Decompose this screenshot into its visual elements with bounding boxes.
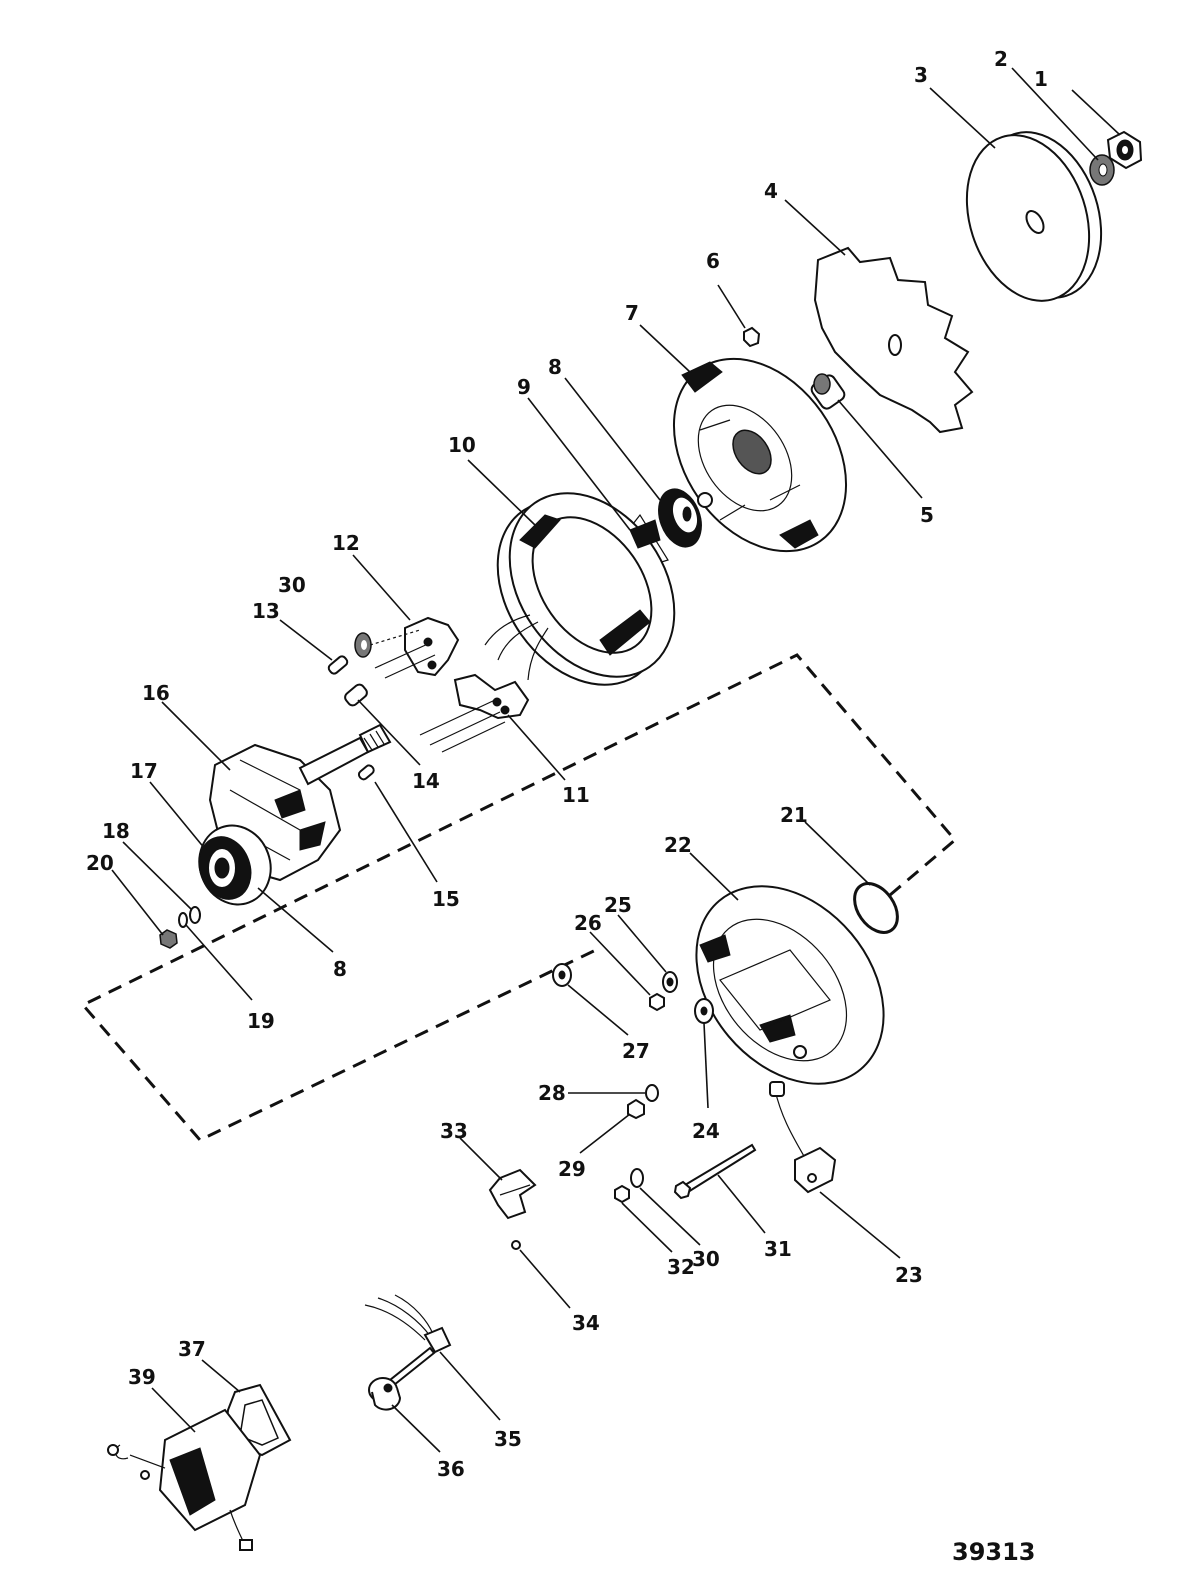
callout-19: 19 bbox=[247, 1009, 275, 1033]
callout-labels: 1 2 3 4 5 6 7 8 9 10 11 12 13 30 14 15 1… bbox=[86, 47, 1048, 1481]
pulley-part bbox=[965, 131, 1103, 302]
callout-32: 32 bbox=[667, 1255, 695, 1279]
callout-20: 20 bbox=[86, 851, 114, 875]
rotor-lockwasher-part bbox=[178, 912, 188, 928]
callout-30-lower: 30 bbox=[692, 1247, 720, 1271]
capacitor-part bbox=[769, 1081, 837, 1194]
stator-part bbox=[484, 492, 676, 686]
callout-36: 36 bbox=[437, 1457, 465, 1481]
rectifier-bridge-part bbox=[419, 673, 530, 753]
o-ring-part bbox=[853, 882, 899, 934]
callout-12: 12 bbox=[332, 531, 360, 555]
callout-11: 11 bbox=[562, 783, 590, 807]
sleeve-part bbox=[344, 683, 368, 707]
washer-30-lower-part bbox=[630, 1168, 644, 1188]
callout-31: 31 bbox=[764, 1237, 792, 1261]
callout-23: 23 bbox=[895, 1263, 923, 1287]
callout-18: 18 bbox=[102, 819, 130, 843]
callout-37: 37 bbox=[178, 1337, 206, 1361]
brush-holder-part bbox=[369, 616, 460, 679]
small-insulator-part bbox=[327, 655, 349, 675]
callout-28: 28 bbox=[538, 1081, 566, 1105]
callout-8-rotor: 8 bbox=[333, 957, 347, 981]
callout-21: 21 bbox=[780, 803, 808, 827]
callout-9: 9 bbox=[517, 375, 531, 399]
callout-14: 14 bbox=[412, 769, 440, 793]
screw-part bbox=[511, 1240, 521, 1250]
callout-10: 10 bbox=[448, 433, 476, 457]
figure-number: 39313 bbox=[952, 1538, 1036, 1566]
rotor-washer-part bbox=[189, 906, 201, 924]
callout-5: 5 bbox=[920, 503, 934, 527]
callout-33: 33 bbox=[440, 1119, 468, 1143]
callout-39: 39 bbox=[128, 1365, 156, 1389]
washer-24-part bbox=[694, 998, 714, 1024]
callout-16: 16 bbox=[142, 681, 170, 705]
fan-part bbox=[813, 246, 974, 434]
upper-washer-part bbox=[354, 632, 372, 658]
assembly-dashed-outline bbox=[80, 653, 958, 1142]
voltage-regulator-part bbox=[107, 1408, 262, 1551]
callout-35: 35 bbox=[494, 1427, 522, 1451]
washer-27-part bbox=[552, 963, 572, 987]
washer-part bbox=[1089, 154, 1115, 186]
callout-7: 7 bbox=[625, 301, 639, 325]
callout-24: 24 bbox=[692, 1119, 720, 1143]
callout-6: 6 bbox=[706, 249, 720, 273]
washer-28-part bbox=[645, 1084, 659, 1102]
callout-1: 1 bbox=[1034, 67, 1048, 91]
small-nut-part bbox=[743, 326, 761, 348]
bushing-part bbox=[368, 1377, 402, 1411]
nut-26-part bbox=[649, 992, 665, 1012]
callout-13: 13 bbox=[252, 599, 280, 623]
nut-29-part bbox=[627, 1098, 645, 1120]
small-bushing-part bbox=[357, 764, 375, 781]
through-bolt-part bbox=[673, 1143, 757, 1200]
slip-ring-part bbox=[198, 824, 272, 906]
callout-4: 4 bbox=[764, 179, 778, 203]
slip-ring-end-frame-part bbox=[695, 885, 885, 1085]
callout-27: 27 bbox=[622, 1039, 650, 1063]
spacer-part bbox=[810, 373, 846, 410]
callout-3: 3 bbox=[914, 63, 928, 87]
rotor-nut-part bbox=[159, 929, 178, 949]
callout-26: 26 bbox=[574, 911, 602, 935]
nut-32-part bbox=[614, 1184, 630, 1204]
callout-25: 25 bbox=[604, 893, 632, 917]
drive-end-frame-part bbox=[672, 357, 848, 553]
washer-25-part bbox=[662, 971, 678, 993]
bearing-part bbox=[658, 488, 702, 548]
bracket-part bbox=[488, 1168, 537, 1220]
callout-34: 34 bbox=[572, 1311, 600, 1335]
callout-2: 2 bbox=[994, 47, 1008, 71]
leader-lines bbox=[111, 67, 1121, 1453]
callout-29: 29 bbox=[558, 1157, 586, 1181]
callout-22: 22 bbox=[664, 833, 692, 857]
callout-17: 17 bbox=[130, 759, 158, 783]
callout-30-upper: 30 bbox=[278, 573, 306, 597]
callout-8-bearing: 8 bbox=[548, 355, 562, 379]
callout-15: 15 bbox=[432, 887, 460, 911]
